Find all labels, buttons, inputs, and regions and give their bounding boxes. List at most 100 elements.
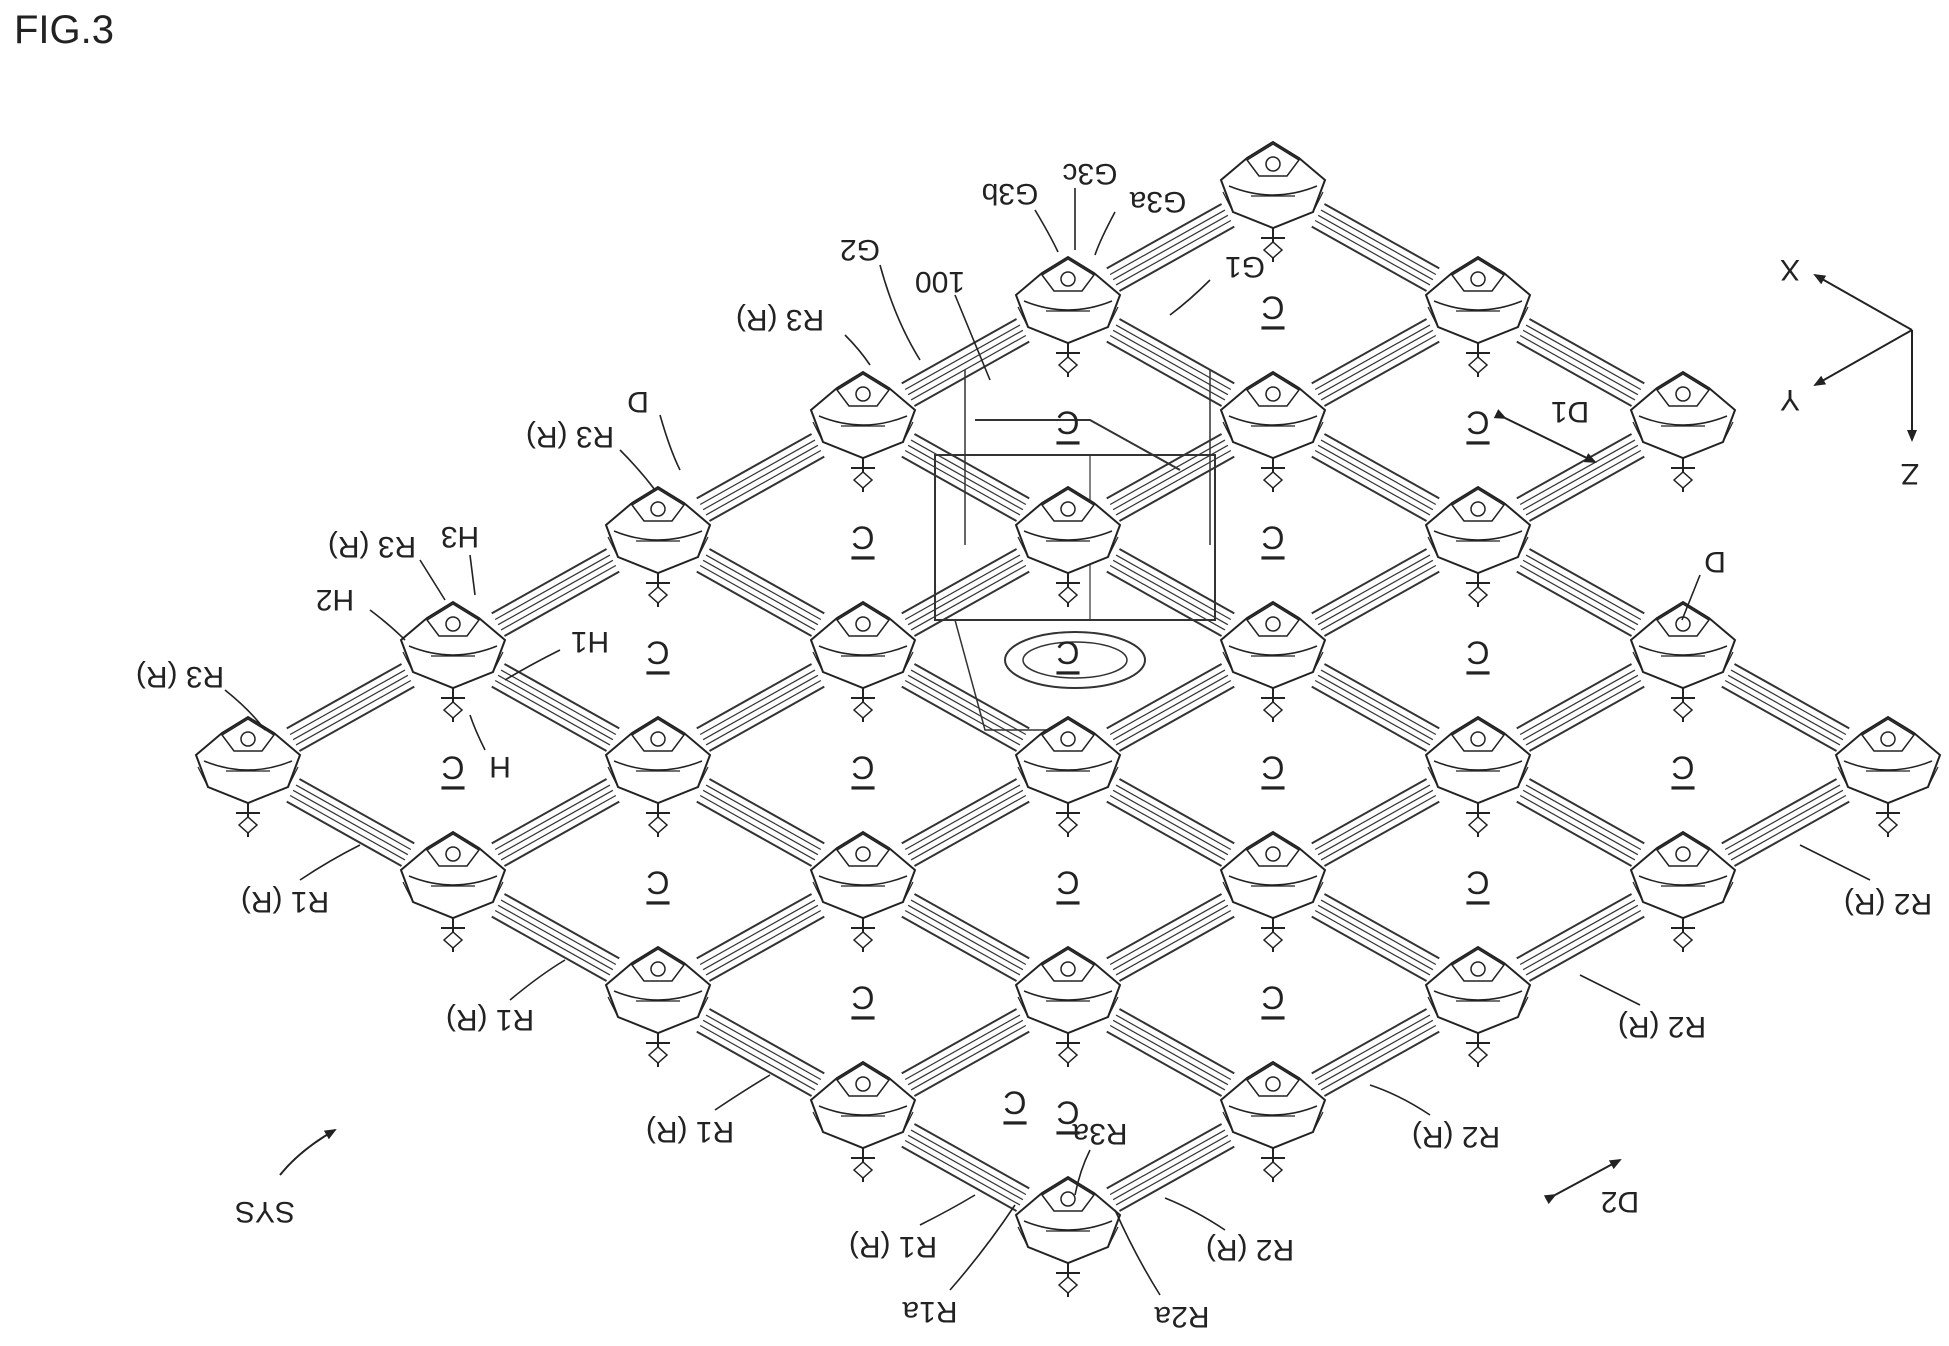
rail-edge bbox=[709, 1009, 824, 1073]
label-h2: H2 bbox=[316, 583, 354, 616]
label-h1: H1 bbox=[571, 625, 609, 658]
connector-node bbox=[606, 717, 710, 837]
rail-edge bbox=[1113, 675, 1228, 739]
rail-edge bbox=[1113, 790, 1228, 854]
rail-edge bbox=[492, 549, 607, 613]
rail-edge bbox=[1107, 434, 1222, 498]
rail-edge bbox=[709, 457, 824, 521]
axis-z-label: Z bbox=[1901, 457, 1919, 490]
rail-edge bbox=[908, 790, 1023, 854]
rail-edge bbox=[1318, 560, 1433, 624]
rail-edge bbox=[498, 790, 613, 854]
rail-edge bbox=[293, 790, 408, 854]
label-g3b: G3b bbox=[982, 177, 1039, 210]
rail-edge bbox=[504, 894, 619, 958]
rail-edge bbox=[1119, 1009, 1234, 1073]
cell-label-c: C bbox=[646, 865, 669, 901]
rail-edge bbox=[1517, 664, 1632, 728]
rail-edge bbox=[1324, 802, 1439, 866]
rail-edge bbox=[1312, 917, 1427, 981]
label-r1-2: R1 (R) bbox=[446, 1003, 534, 1036]
connector-node bbox=[1426, 717, 1530, 837]
rail-edge bbox=[902, 687, 1017, 751]
rail-edge bbox=[1722, 779, 1837, 843]
rail-edge bbox=[1312, 457, 1427, 521]
rail-edge bbox=[1113, 560, 1228, 624]
label-r2-4: R2 (R) bbox=[1206, 1233, 1294, 1266]
rail-edge bbox=[697, 1032, 812, 1096]
y-axis-arrow bbox=[1815, 330, 1912, 385]
label-g3c: G3c bbox=[1062, 157, 1117, 190]
rail-edge bbox=[902, 457, 1017, 521]
cell-label-c: C bbox=[851, 980, 874, 1016]
cell-label-c: C bbox=[1261, 750, 1284, 786]
leader-line bbox=[950, 1205, 1015, 1290]
rail-edge bbox=[709, 687, 824, 751]
connector-node bbox=[811, 372, 915, 492]
rail-edge bbox=[1119, 457, 1234, 521]
rail-edge bbox=[1517, 894, 1632, 958]
rail-edge bbox=[1517, 434, 1632, 498]
leader-line bbox=[660, 415, 680, 470]
label-r1-1: R1 (R) bbox=[241, 885, 329, 918]
leader-line bbox=[845, 335, 870, 365]
rail-edge bbox=[1324, 664, 1439, 728]
rail-edge bbox=[1113, 1020, 1228, 1084]
cell-label-c: C bbox=[1056, 405, 1079, 441]
rail-edge bbox=[1523, 330, 1638, 394]
rail-edge bbox=[1312, 779, 1427, 843]
connector-node bbox=[1631, 602, 1735, 722]
rail-edge bbox=[1523, 675, 1638, 739]
rail-edge bbox=[492, 687, 607, 751]
label-r3-4: R3 (R) bbox=[136, 660, 224, 693]
rail-edge bbox=[902, 549, 1017, 613]
rail-edge bbox=[1113, 905, 1228, 969]
rail-edge bbox=[498, 905, 613, 969]
rail-edge bbox=[697, 572, 812, 636]
rail-edge bbox=[1529, 549, 1644, 613]
connector-node bbox=[1836, 717, 1940, 837]
rail-edge bbox=[299, 687, 414, 751]
leader-line bbox=[420, 560, 445, 600]
rail-edge bbox=[1517, 802, 1632, 866]
rail-edge bbox=[908, 905, 1023, 969]
leader-line bbox=[300, 845, 360, 880]
connector-node bbox=[401, 602, 505, 722]
rail-edge bbox=[1119, 227, 1234, 291]
rail-edge bbox=[1324, 342, 1439, 406]
connector-node bbox=[1221, 142, 1325, 262]
connector-node bbox=[1631, 832, 1735, 952]
leader-line bbox=[370, 610, 405, 640]
connector-node bbox=[606, 947, 710, 1067]
label-d-2: D bbox=[1704, 545, 1726, 578]
axis-indicator bbox=[1815, 275, 1912, 440]
rail-edge bbox=[709, 779, 824, 843]
rail-edge bbox=[1107, 894, 1222, 958]
rail-edge bbox=[703, 560, 818, 624]
rail-edge bbox=[1107, 802, 1222, 866]
rail-edge bbox=[498, 675, 613, 739]
rail-edge bbox=[1119, 687, 1234, 751]
rail-edge bbox=[1312, 319, 1427, 383]
label-r1-3: R1 (R) bbox=[646, 1115, 734, 1148]
rail-edge bbox=[902, 319, 1017, 383]
rail-edge bbox=[914, 1124, 1029, 1188]
label-r1a: R1a bbox=[902, 1295, 957, 1328]
label-g2: G2 bbox=[840, 233, 880, 266]
leader-line bbox=[510, 960, 565, 1000]
rail-edge bbox=[504, 802, 619, 866]
label-d-1: D bbox=[627, 385, 649, 418]
rail-edge bbox=[703, 790, 818, 854]
rail-edge bbox=[902, 1147, 1017, 1211]
leader-line bbox=[1170, 280, 1210, 315]
rail-edge bbox=[1318, 905, 1433, 969]
rail-edge bbox=[1529, 917, 1644, 981]
axis-x-label: X bbox=[1780, 253, 1800, 286]
label-r3-1: R3 (R) bbox=[736, 303, 824, 336]
rail-edge bbox=[703, 445, 818, 509]
leader-line bbox=[470, 555, 475, 595]
leader-line bbox=[620, 450, 655, 490]
cell-label-c: C bbox=[1466, 405, 1489, 441]
rail-edge bbox=[709, 917, 824, 981]
rail-edge bbox=[492, 917, 607, 981]
